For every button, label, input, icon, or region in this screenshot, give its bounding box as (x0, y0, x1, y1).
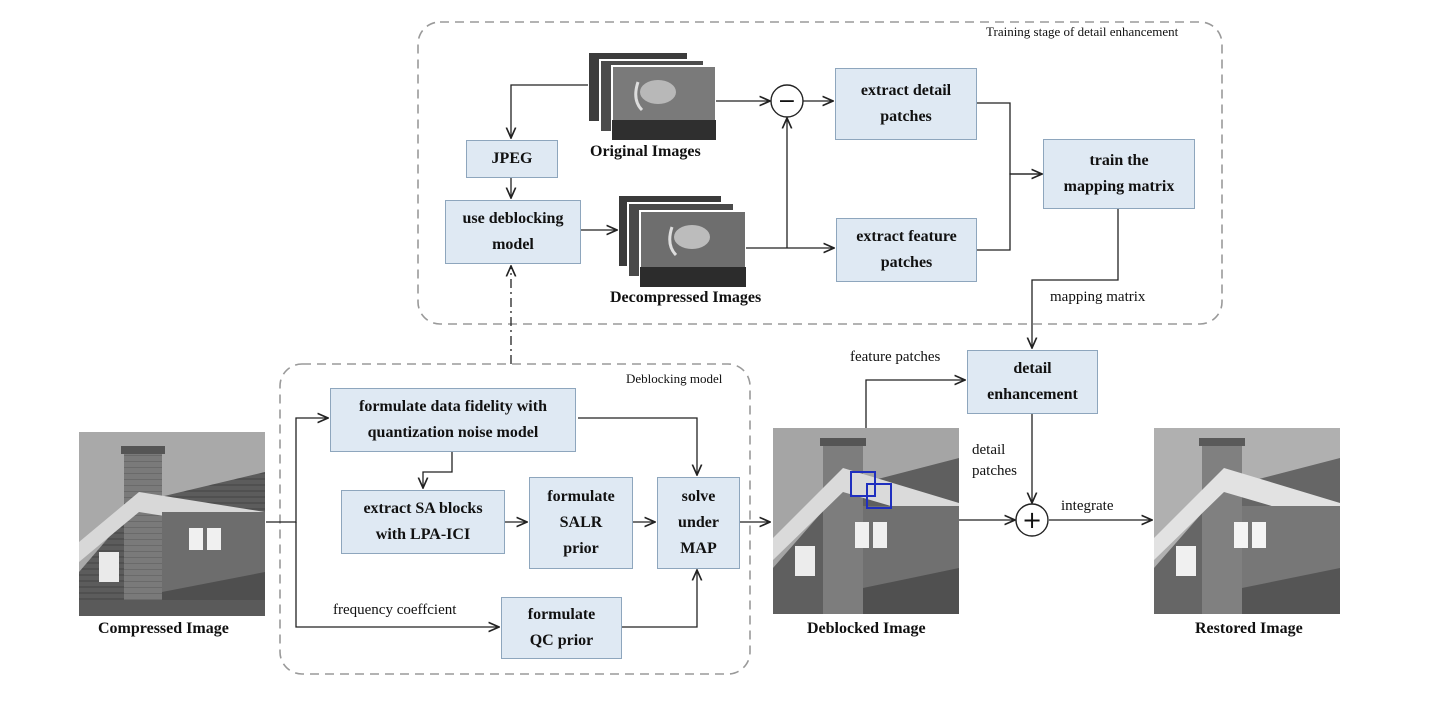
arrow-input-to-fidelity (266, 418, 328, 523)
compressed-image-caption: Compressed Image (98, 620, 229, 637)
arrow-fidelity-to-sablocks (423, 452, 453, 488)
frequency-coefficient-label: frequency coeffcient (333, 602, 457, 618)
feature-patches-label: feature patches (850, 349, 941, 365)
jpeg-box: JPEG (466, 140, 558, 178)
subtract-symbol: − (778, 89, 796, 114)
use-deblocking-model-label: use deblocking model (462, 210, 564, 253)
extract-sa-blocks-label: extract SA blocks with LPA-ICI (363, 500, 483, 543)
decompressed-images-stack (618, 195, 746, 287)
formulate-salr-prior-box: formulate SALR prior (529, 477, 633, 569)
restored-image (1154, 428, 1340, 614)
train-mapping-matrix-box: train the mapping matrix (1043, 139, 1195, 209)
deblocked-image (773, 428, 959, 614)
extract-detail-patches-label: extract detail patches (860, 82, 952, 125)
restored-image-caption: Restored Image (1195, 620, 1303, 637)
formulate-qc-prior-label: formulate QC prior (527, 606, 596, 649)
add-operator (1015, 503, 1049, 537)
extract-sa-blocks-box: extract SA blocks with LPA-ICI (341, 490, 505, 554)
extract-detail-patches-box: extract detail patches (835, 68, 977, 140)
formulate-data-fidelity-label: formulate data fidelity with quantizatio… (359, 398, 547, 441)
use-deblocking-model-box: use deblocking model (445, 200, 581, 264)
formulate-data-fidelity-box: formulate data fidelity with quantizatio… (330, 388, 576, 452)
jpeg-label: JPEG (491, 150, 533, 167)
arrow-fidelity-to-solve (578, 417, 697, 475)
extract-feature-patches-box: extract feature patches (836, 218, 977, 282)
original-images-stack (588, 52, 716, 140)
deblocking-region-title: Deblocking model (626, 371, 723, 386)
patch-highlight-2 (866, 483, 892, 509)
subtract-operator (770, 84, 804, 118)
training-region-border (417, 21, 1223, 325)
arrow-original-to-jpeg (511, 84, 595, 138)
compressed-image (79, 432, 265, 616)
solve-under-map-box: solve under MAP (657, 477, 740, 569)
training-region-title: Training stage of detail enhancement (986, 24, 1179, 39)
arrow-input-to-qc (295, 522, 499, 627)
extract-feature-patches-label: extract feature patches (856, 228, 957, 271)
arrow-qc-to-solve (622, 570, 697, 628)
arrow-train-to-enhancement (1032, 209, 1119, 348)
mapping-matrix-label: mapping matrix (1050, 289, 1146, 305)
detail-patches-label: detail patches (972, 442, 1017, 479)
integrate-label: integrate (1061, 498, 1114, 514)
decompressed-images-caption: Decompressed Images (610, 289, 762, 306)
arrow-detail-to-train (977, 102, 1042, 175)
train-mapping-matrix-label: train the mapping matrix (1063, 152, 1175, 195)
original-images-caption: Original Images (590, 143, 701, 160)
formulate-salr-prior-label: formulate SALR prior (547, 488, 615, 557)
formulate-qc-prior-box: formulate QC prior (501, 597, 622, 659)
detail-enhancement-box: detail enhancement (967, 350, 1098, 414)
add-symbol: + (1022, 506, 1042, 534)
deblocked-image-caption: Deblocked Image (807, 620, 926, 637)
detail-enhancement-label: detail enhancement (987, 360, 1078, 403)
deblocking-region-border (279, 363, 751, 675)
arrow-feature-to-train (977, 174, 1042, 251)
solve-under-map-label: solve under MAP (678, 488, 719, 557)
